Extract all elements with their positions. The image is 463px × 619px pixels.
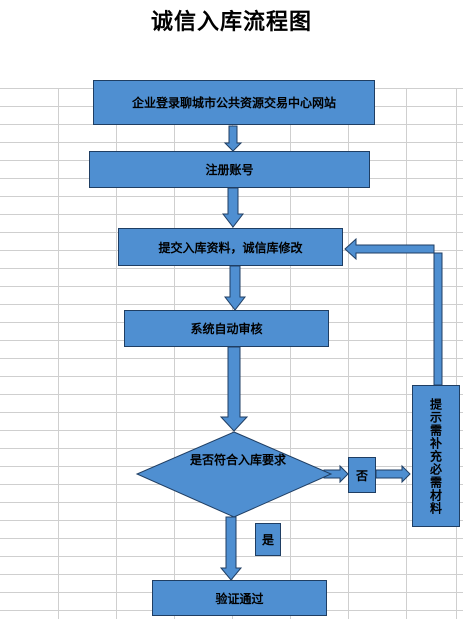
arrow-no-to-supplement [375, 464, 411, 484]
step-supplement-label: 提示需补充必需材料 [428, 397, 443, 515]
step-review-label: 系统自动审核 [190, 322, 263, 336]
arrow-submit-to-review [223, 265, 247, 311]
arrow-check-to-no [323, 464, 349, 484]
step-pass-label: 验证通过 [215, 591, 264, 606]
step-pass: 验证通过 [152, 580, 327, 616]
no-label-box: 否 [348, 457, 376, 493]
arrow-supplement-to-submit [344, 237, 443, 386]
decision-diamond [135, 431, 333, 518]
step-submit-label: 提交入库资料，诚信库修改 [158, 240, 303, 255]
step-submit: 提交入库资料，诚信库修改 [118, 228, 343, 266]
arrow-review-to-check [219, 346, 249, 432]
step-register: 注册账号 [89, 151, 370, 188]
yes-label-box: 是 [255, 523, 281, 556]
arrow-check-to-pass [219, 516, 243, 581]
yes-label: 是 [261, 533, 274, 547]
step-check-label: 是否符合入库要求 [189, 453, 286, 467]
step-login: 企业登录聊城市公共资源交易中心网站 [93, 80, 375, 125]
page-title: 诚信入库流程图 [150, 9, 312, 35]
step-review: 系统自动审核 [124, 310, 329, 347]
step-supplement: 提示需补充必需材料 [412, 385, 460, 527]
arrow-login-to-register [223, 125, 243, 152]
step-login-label: 企业登录聊城市公共资源交易中心网站 [131, 96, 336, 110]
step-register-label: 注册账号 [205, 163, 254, 177]
arrow-register-to-submit [221, 187, 245, 228]
no-label: 否 [355, 468, 368, 483]
